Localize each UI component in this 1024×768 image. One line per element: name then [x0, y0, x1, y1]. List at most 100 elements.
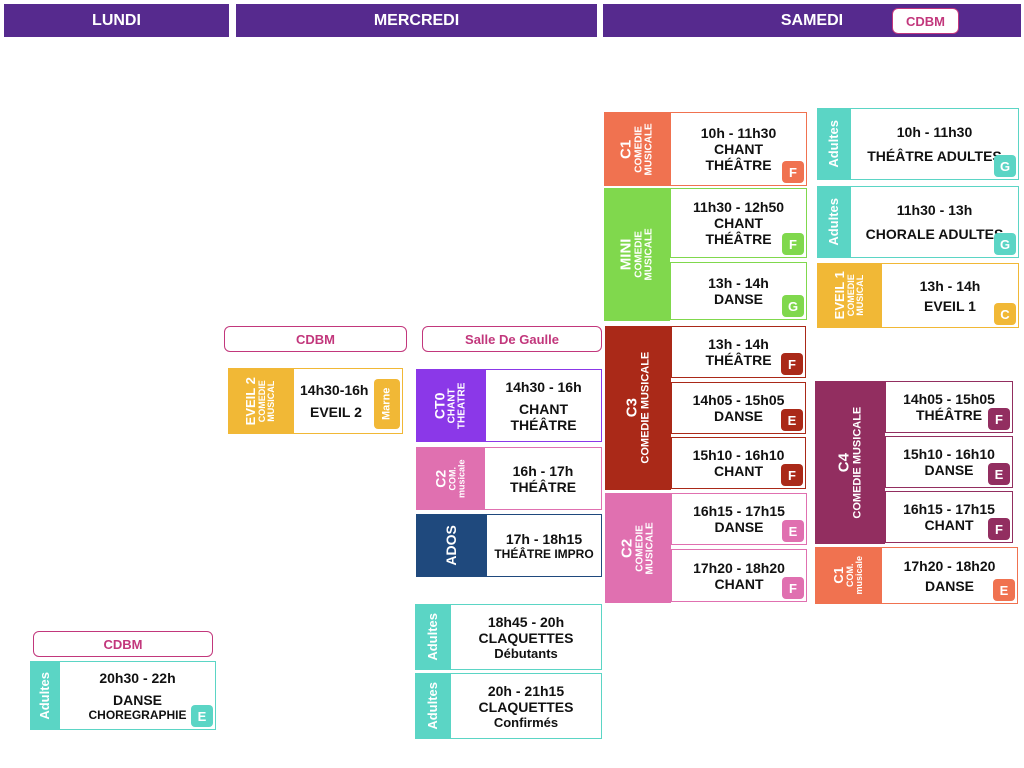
- venue-merc-right: Salle De Gaulle: [422, 326, 602, 352]
- class-title: THÉÂTRE ADULTES: [867, 148, 1002, 164]
- class-card-c4-3[interactable]: 16h15 - 17h15 CHANT F: [885, 491, 1013, 543]
- class-time: 17h20 - 18h20: [903, 557, 996, 574]
- venue-label: CDBM: [296, 331, 335, 347]
- venue-badge-samedi: CDBM: [892, 8, 959, 34]
- class-card-claquettes-1[interactable]: 18h45 - 20h CLAQUETTES Débutants: [450, 604, 602, 670]
- class-card-ct0[interactable]: 14h30 - 16h CHANT THÉÂTRE: [485, 369, 602, 442]
- class-title: CHANT: [924, 517, 974, 533]
- class-time: 15h10 - 16h10: [692, 447, 785, 463]
- group-side-label: Adultes: [825, 198, 841, 246]
- class-card-ados[interactable]: 17h - 18h15 THÉÂTRE IMPRO: [486, 514, 602, 577]
- class-time: 20h30 - 22h: [99, 669, 176, 686]
- class-title: CHANT: [714, 575, 764, 592]
- level-badge: F: [781, 353, 803, 375]
- class-time: 18h45 - 20h: [487, 613, 565, 630]
- class-time: 13h - 14h: [708, 275, 769, 291]
- class-title: CHANT: [714, 141, 763, 157]
- venue-label: Salle De Gaulle: [465, 331, 559, 347]
- class-time: 14h30 - 16h: [505, 378, 582, 395]
- venue-label: CDBM: [906, 13, 945, 29]
- class-time: 17h - 18h15: [505, 530, 583, 547]
- location-tag-marne: Marne: [374, 379, 400, 429]
- class-card-c2-2[interactable]: 17h20 - 18h20 CHANT F: [671, 549, 807, 602]
- class-card-c3-2[interactable]: 14h05 - 15h05 DANSE E: [671, 382, 806, 434]
- class-card-c2-merc[interactable]: 16h - 17h THÉÂTRE: [484, 447, 602, 510]
- class-title: Débutants: [494, 645, 558, 661]
- level-badge: G: [994, 233, 1016, 255]
- class-time: 16h15 - 17h15: [693, 503, 785, 519]
- day-header-lundi: LUNDI: [4, 4, 229, 37]
- class-card-claquettes-2[interactable]: 20h - 21h15 CLAQUETTES Confirmés: [450, 673, 602, 739]
- venue-merc-left: CDBM: [224, 326, 407, 352]
- class-card-mini-2[interactable]: 13h - 14h DANSE G: [670, 262, 807, 320]
- class-card-c4-2[interactable]: 15h10 - 16h10 DANSE E: [885, 436, 1013, 488]
- class-title: DANSE: [112, 691, 162, 708]
- class-time: 14h30-16h: [300, 382, 369, 398]
- class-card-adultes-2[interactable]: 11h30 - 13h CHORALE ADULTES G: [850, 186, 1019, 258]
- class-time: 13h - 14h: [919, 277, 981, 294]
- group-side-ados: ADOS: [416, 514, 486, 577]
- class-card-c3-1[interactable]: 13h - 14h THÉÂTRE F: [671, 326, 806, 378]
- class-title: THÉÂTRE: [510, 416, 577, 433]
- day-header-mercredi: MERCREDI: [236, 4, 597, 37]
- class-time: 10h - 11h30: [700, 125, 777, 141]
- class-title: THÉÂTRE: [915, 407, 983, 423]
- level-badge: E: [782, 520, 804, 542]
- level-badge: F: [781, 464, 803, 486]
- location-label: Marne: [380, 387, 393, 421]
- class-time: 11h30 - 13h: [896, 202, 973, 218]
- level-badge: E: [993, 579, 1015, 601]
- class-card-eveil-1[interactable]: 13h - 14h EVEIL 1 C: [881, 263, 1019, 328]
- group-side-adultes-1: Adultes: [817, 108, 850, 180]
- group-side-label: ADOS: [442, 525, 459, 566]
- level-badge: C: [994, 303, 1016, 325]
- class-card-danse-lundi[interactable]: 20h30 - 22h DANSE CHOREGRAPHIE E: [59, 661, 216, 730]
- class-title: THÉÂTRE: [705, 157, 772, 173]
- class-title: THÉÂTRE: [705, 231, 772, 247]
- class-time: 13h - 14h: [708, 336, 769, 352]
- day-label: MERCREDI: [373, 11, 460, 29]
- class-title: EVEIL 1: [924, 297, 976, 314]
- class-title: CLAQUETTES: [478, 629, 574, 646]
- group-side-adultes-cl1: Adultes: [415, 604, 450, 670]
- class-card-c1-com[interactable]: 17h20 - 18h20 DANSE E: [881, 547, 1018, 604]
- class-card-c2-1[interactable]: 16h15 - 17h15 DANSE E: [671, 493, 807, 545]
- class-time: 14h05 - 15h05: [692, 392, 785, 408]
- class-title: DANSE: [714, 519, 764, 535]
- class-time: 14h05 - 15h05: [903, 391, 995, 407]
- class-card-eveil-2[interactable]: 14h30-16h EVEIL 2 Marne: [293, 368, 403, 434]
- group-side-label: Adultes: [825, 120, 841, 168]
- class-time: 11h30 - 12h50: [692, 199, 785, 215]
- class-card-mini-1[interactable]: 11h30 - 12h50 CHANT THÉÂTRE F: [670, 188, 807, 258]
- class-time: 10h - 11h30: [896, 124, 973, 140]
- class-time: 15h10 - 16h10: [903, 446, 995, 462]
- class-card-adultes-1[interactable]: 10h - 11h30 THÉÂTRE ADULTES G: [850, 108, 1019, 180]
- class-title: EVEIL 2: [310, 404, 362, 420]
- class-time: 20h - 21h15: [487, 682, 565, 699]
- class-title: CHOREGRAPHIE: [88, 707, 187, 722]
- day-label: SAMEDI: [780, 11, 844, 29]
- class-card-c1[interactable]: 10h - 11h30 CHANT THÉÂTRE F: [670, 112, 807, 186]
- class-title: CLAQUETTES: [478, 698, 574, 715]
- class-time: 16h - 17h: [512, 462, 574, 479]
- class-card-c4-1[interactable]: 14h05 - 15h05 THÉÂTRE F: [885, 381, 1013, 433]
- class-title: DANSE: [924, 577, 974, 594]
- class-title: CHANT: [519, 400, 568, 417]
- class-card-c3-3[interactable]: 15h10 - 16h10 CHANT F: [671, 437, 806, 489]
- class-title: Confirmés: [493, 714, 559, 730]
- class-title: DANSE: [924, 462, 974, 478]
- level-badge: E: [988, 463, 1010, 485]
